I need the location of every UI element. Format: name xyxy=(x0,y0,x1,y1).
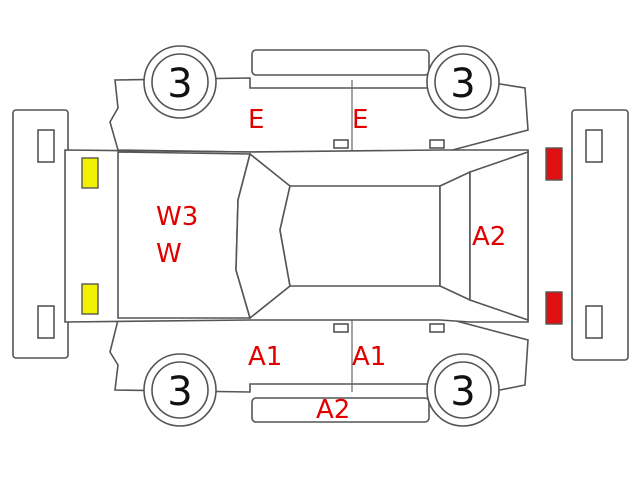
wheel-rear-left: 3 xyxy=(143,353,217,427)
front-lamp-top xyxy=(81,157,99,189)
wheel-rear-right: 3 xyxy=(426,353,500,427)
trunk xyxy=(469,150,529,322)
tyre-front-left: 3 xyxy=(167,61,192,107)
damage-roof-right: E xyxy=(352,105,368,135)
cabin-roof xyxy=(279,185,441,287)
side-strip-top xyxy=(251,49,430,76)
damage-roof-left: E xyxy=(248,105,264,135)
rear-lamp-top xyxy=(545,147,563,181)
tyre-rear-right: 3 xyxy=(450,369,475,415)
damage-trunk: A2 xyxy=(472,222,506,252)
tyre-rear-left: 3 xyxy=(167,369,192,415)
damage-door-front: A1 xyxy=(248,342,282,372)
side-panel-top xyxy=(109,77,529,153)
hood xyxy=(117,151,252,319)
damage-side-bottom: A2 xyxy=(316,395,350,425)
side-strip-bottom xyxy=(251,397,430,423)
rear-bumper xyxy=(571,109,629,361)
tyre-front-right: 3 xyxy=(450,61,475,107)
wheel-front-left: 3 xyxy=(143,45,217,119)
damage-hood-line1: W3 xyxy=(156,202,198,232)
damage-door-rear: A1 xyxy=(352,342,386,372)
rear-lamp-bottom xyxy=(545,291,563,325)
front-lamp-bottom xyxy=(81,283,99,315)
damage-hood-line2: W xyxy=(156,239,182,269)
wheel-front-right: 3 xyxy=(426,45,500,119)
rear-window xyxy=(439,170,471,302)
front-bumper xyxy=(12,109,69,359)
